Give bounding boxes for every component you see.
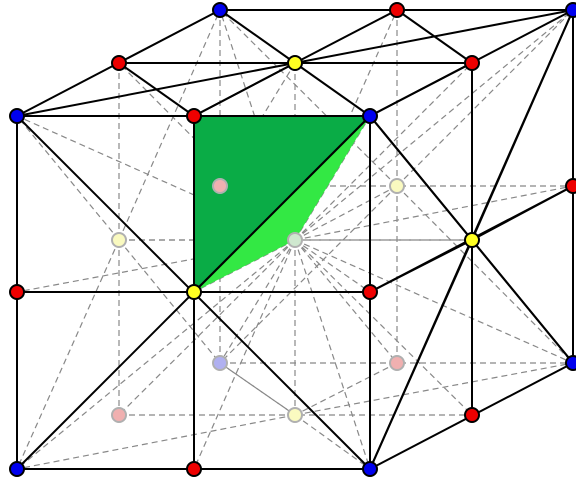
solid-edge — [471, 185, 574, 241]
vertex-yellow — [287, 55, 303, 71]
hidden-edge — [16, 239, 296, 293]
hidden-vertex-blue — [212, 355, 228, 371]
hidden-edge — [294, 414, 371, 470]
hidden-edge — [294, 362, 398, 416]
hidden-vertex-red — [389, 355, 405, 371]
vertex-red — [186, 461, 202, 477]
solid-edge — [294, 9, 398, 64]
hidden-edge — [118, 9, 221, 241]
vertex-blue — [362, 461, 378, 477]
hidden-vertex-center — [287, 232, 303, 248]
solid-edge — [294, 62, 371, 117]
hidden-edge — [219, 362, 296, 416]
hidden-edge — [294, 239, 473, 416]
hidden-edge — [16, 414, 296, 470]
hidden-edge — [294, 239, 398, 364]
hidden-vertex-yellow — [287, 407, 303, 423]
hidden-edge — [396, 185, 574, 364]
hidden-edge — [118, 239, 296, 416]
hidden-edge — [294, 239, 371, 293]
vertex-yellow — [464, 232, 480, 248]
hidden-edge — [294, 362, 574, 416]
hidden-vertex-red — [111, 407, 127, 423]
solid-edge — [193, 62, 296, 117]
solid-edge — [369, 115, 473, 241]
solid-edge — [471, 239, 574, 364]
solid-edge — [118, 62, 195, 117]
hidden-edge — [219, 239, 296, 364]
solid-edge — [193, 115, 371, 293]
vertex-red — [111, 55, 127, 71]
solid-edge — [369, 62, 473, 117]
vertex-blue — [362, 108, 378, 124]
hidden-vertex-yellow — [111, 232, 127, 248]
hidden-edge — [16, 239, 120, 470]
hidden-vertex-yellow — [389, 178, 405, 194]
vertex-blue — [9, 108, 25, 124]
vertex-blue — [9, 461, 25, 477]
vertex-red — [389, 2, 405, 18]
vertex-yellow — [186, 284, 202, 300]
hidden-edge — [294, 185, 574, 241]
solid-edge — [471, 9, 574, 241]
hidden-edge — [294, 62, 473, 241]
hidden-edge — [294, 239, 574, 364]
vertex-red — [186, 108, 202, 124]
hidden-edge — [16, 239, 296, 470]
solid-edge — [369, 239, 473, 470]
hidden-edge — [294, 239, 371, 470]
hidden-edge — [193, 239, 296, 470]
hidden-edge — [118, 239, 221, 364]
hidden-vertex-red — [212, 178, 228, 194]
hidden-edge — [219, 185, 398, 364]
hidden-edge — [294, 9, 574, 241]
vertex-red — [362, 284, 378, 300]
vertex-red — [9, 284, 25, 300]
hidden-edge — [396, 9, 574, 187]
solid-edge — [396, 9, 473, 64]
hidden-edge — [16, 115, 120, 241]
vertex-red — [464, 55, 480, 71]
vertex-blue — [565, 2, 576, 18]
vertex-blue — [565, 355, 576, 371]
solid-edge — [369, 239, 473, 293]
hidden-edge — [193, 239, 296, 293]
vertex-red — [565, 178, 576, 194]
hidden-edge — [219, 9, 398, 187]
vertex-red — [464, 407, 480, 423]
visible-vertices — [9, 2, 576, 477]
vertex-blue — [212, 2, 228, 18]
hidden-vertices — [111, 178, 405, 423]
solid-edge — [219, 9, 296, 64]
